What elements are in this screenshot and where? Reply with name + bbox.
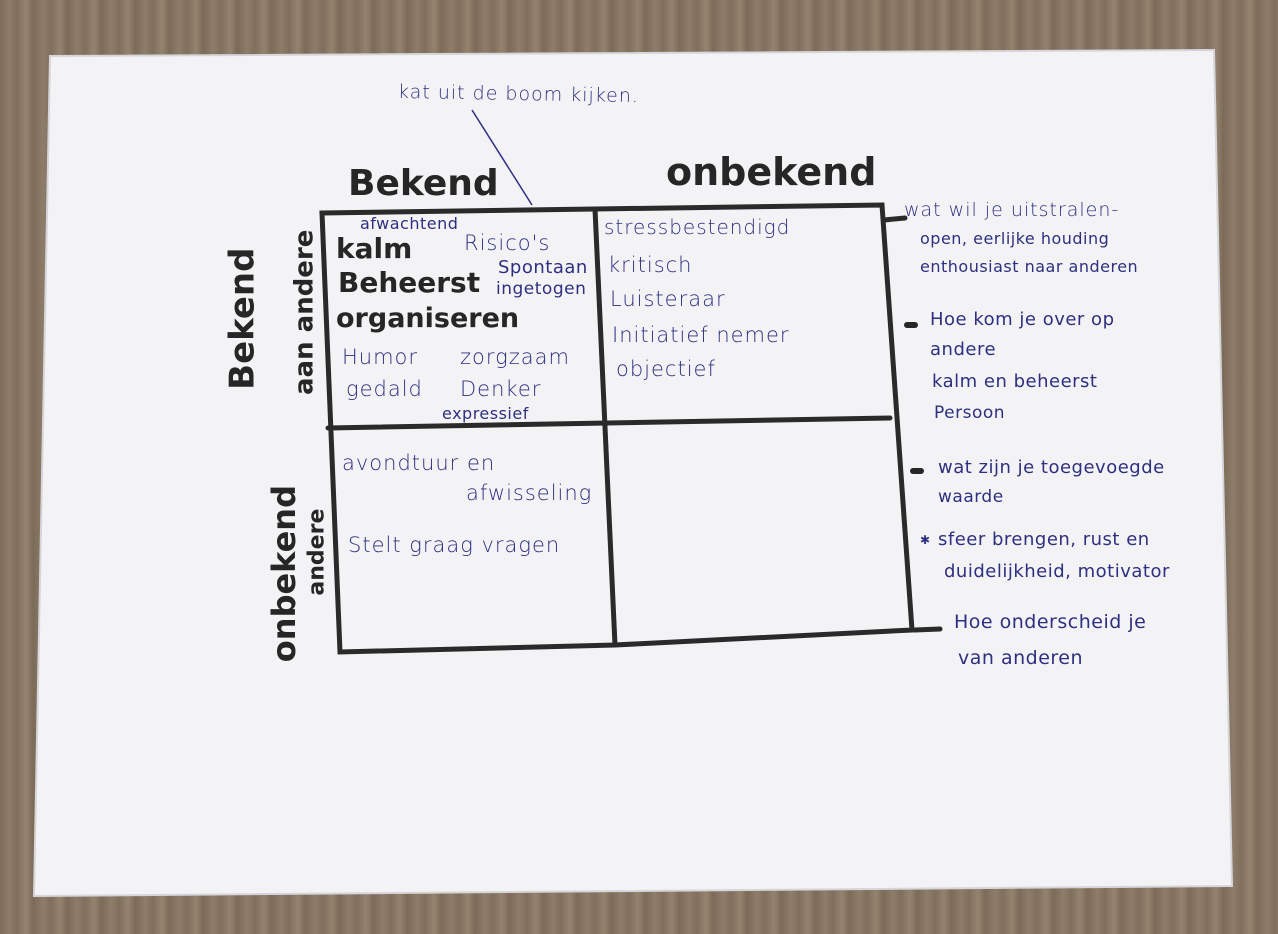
trait: Risico's <box>464 231 551 255</box>
note-line: van anderen <box>958 647 1084 669</box>
column-header-unknown: onbekend <box>666 150 877 194</box>
note-line: duidelijkheid, motivator <box>944 561 1170 582</box>
bullet-icon <box>910 468 924 474</box>
row-header-known: Bekend <box>222 247 263 390</box>
column-header-known: Bekend <box>348 163 499 204</box>
trait: afwisseling <box>466 481 593 505</box>
note-line: Hoe kom je over op <box>930 309 1115 330</box>
note-line: wat wil je uitstralen- <box>904 199 1120 221</box>
trait: Stelt graag vragen <box>348 533 561 557</box>
note-line: wat zijn je toegevoegde <box>938 457 1165 478</box>
trait: stressbestendigd <box>604 215 791 239</box>
trait: zorgzaam <box>460 345 570 369</box>
note-line: Persoon <box>934 403 1006 423</box>
note-line: waarde <box>938 487 1004 507</box>
trait-bold: organiseren <box>336 303 520 334</box>
pointer-line <box>471 109 533 206</box>
note-line: kalm en beheerst <box>932 371 1098 392</box>
note-line: open, eerlijke houding <box>920 229 1110 248</box>
trait: Spontaan <box>498 257 588 278</box>
trait: Luisteraar <box>610 287 726 311</box>
note-line: andere <box>930 339 997 360</box>
trait: afwachtend <box>360 214 459 233</box>
trait-bold: Beheerst <box>338 266 481 299</box>
row-header-known-sub: aan andere <box>289 229 320 396</box>
asterisk-icon: ✱ <box>920 533 931 547</box>
row-header-unknown: onbekend <box>265 485 303 663</box>
bullet-icon <box>904 322 918 328</box>
trait: Initiatief nemer <box>612 323 790 347</box>
trait: objectief <box>616 357 716 381</box>
trait: Humor <box>342 345 419 369</box>
trait-bold: kalm <box>336 232 413 265</box>
trait: Denker <box>460 377 542 401</box>
note-line: sfeer brengen, rust en <box>938 529 1150 550</box>
note-top: kat uit de boom kijken. <box>397 80 640 108</box>
note-line: enthousiast naar anderen <box>920 257 1139 276</box>
trait: gedald <box>346 377 423 401</box>
johari-grid <box>319 202 943 655</box>
trait: avondtuur en <box>342 451 496 475</box>
trait: expressief <box>442 404 529 423</box>
row-header-unknown-sub: andere <box>304 508 330 596</box>
trait: ingetogen <box>496 279 587 299</box>
trait: kritisch <box>608 253 693 277</box>
note-line: Hoe onderscheid je <box>954 611 1147 633</box>
